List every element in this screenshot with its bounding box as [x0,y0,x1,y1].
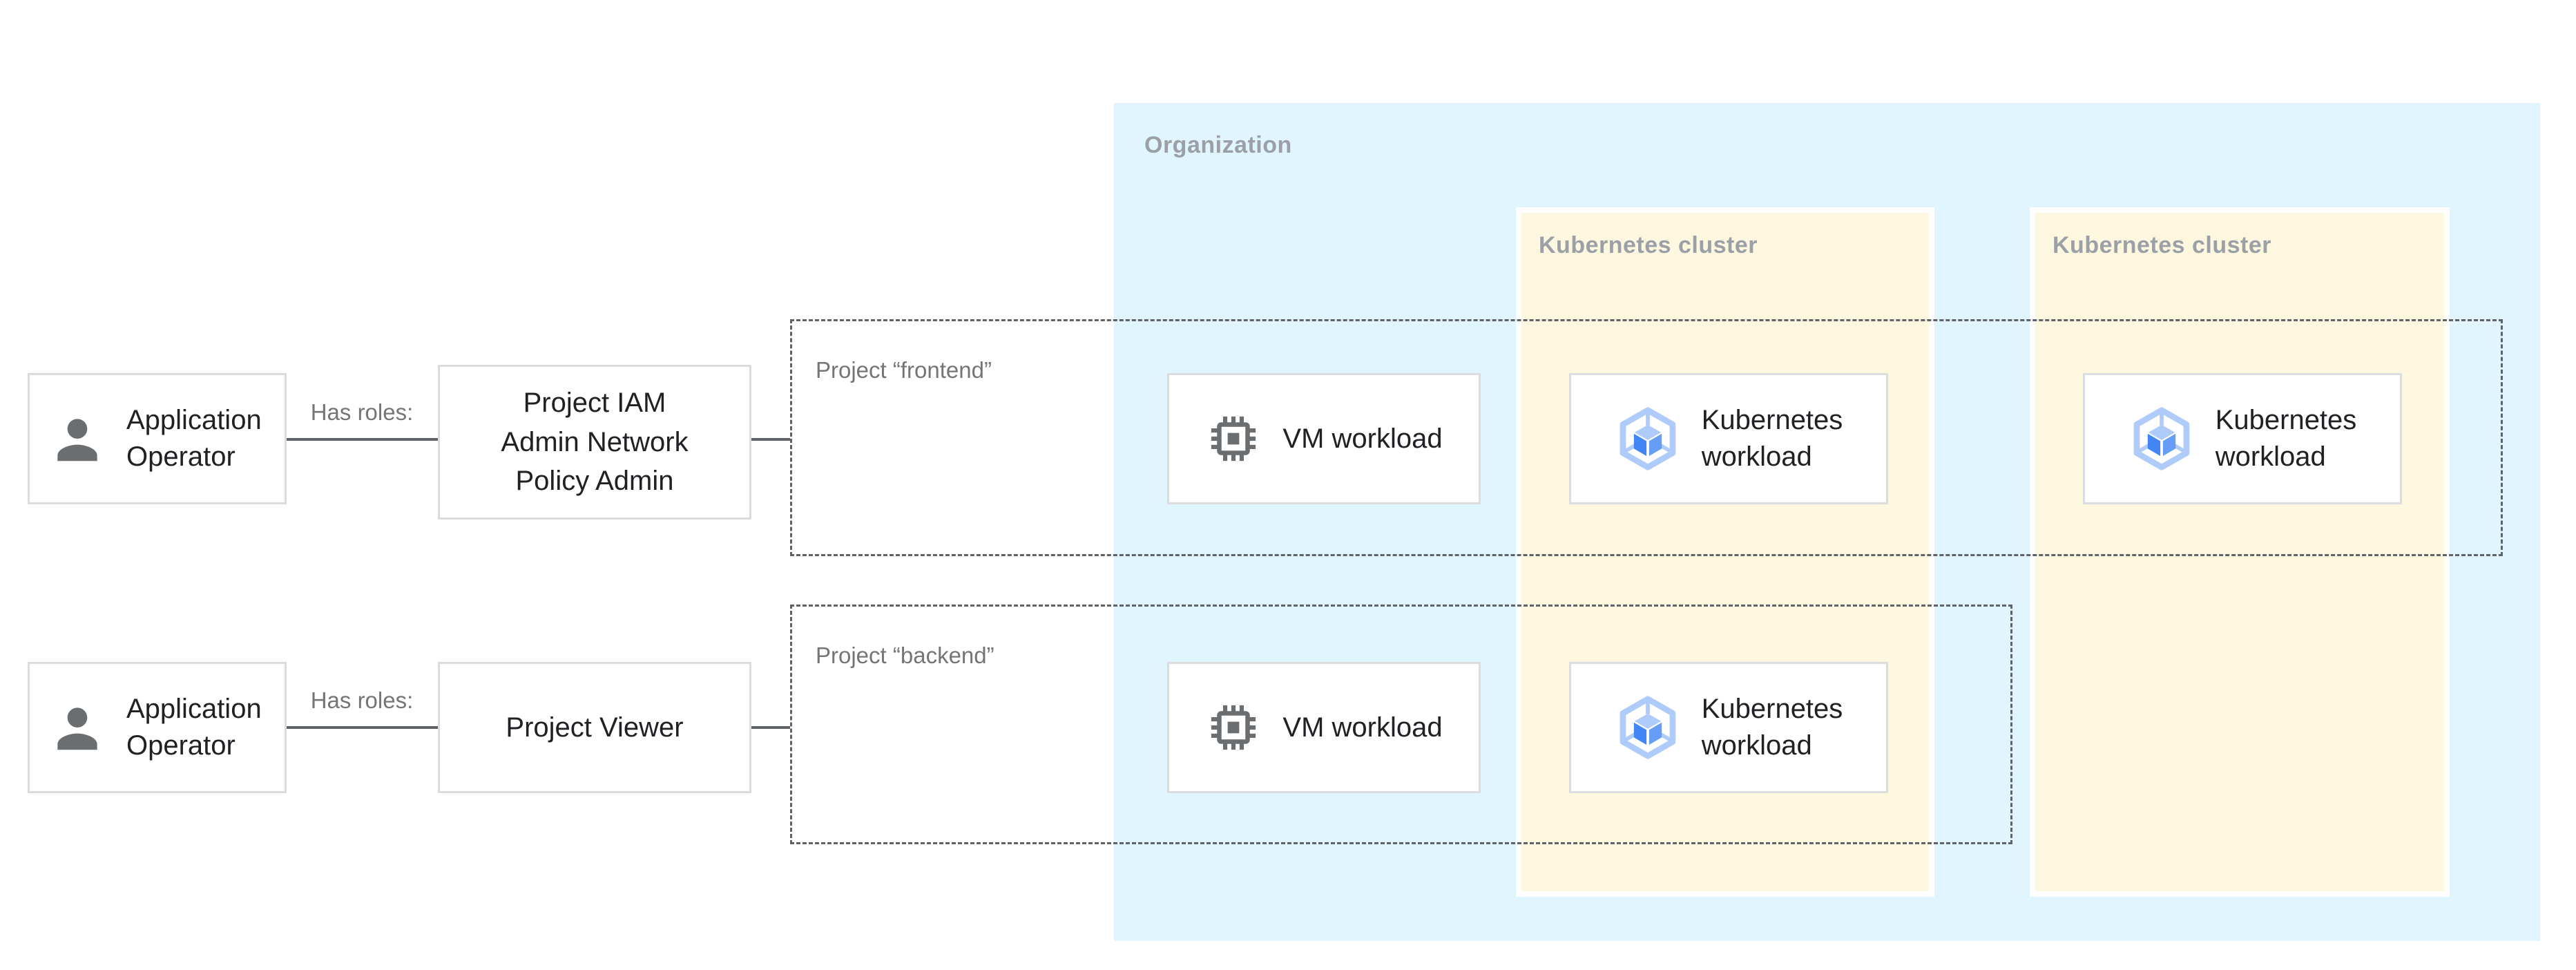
actor-label: Application Operator [126,694,262,761]
kubernetes-workload-frontend-cluster1: Kubernetes workload [1569,373,1888,504]
vm-workload-frontend: VM workload [1167,373,1481,504]
cpu-chip-icon [1205,699,1262,756]
kubernetes-cluster-1-label: Kubernetes cluster [1539,232,1758,258]
role-label: Project Viewer [506,712,684,743]
project-backend-label: Project “backend” [816,643,994,668]
has-roles-label-1: Has roles: [310,399,414,425]
connector-role2-backend [751,726,790,729]
workload-label: VM workload [1282,423,1443,454]
kubernetes-cluster-2-label: Kubernetes cluster [2053,232,2271,258]
kubernetes-cluster-2: Kubernetes cluster [2030,207,2450,897]
connector-actor2-role2 [287,726,438,729]
project-backend-boundary: Project “backend” [790,605,2012,844]
role-label: Project IAM Admin Network Policy Admin [501,387,689,497]
vm-workload-backend: VM workload [1167,662,1481,793]
project-frontend-label: Project “frontend” [816,357,992,383]
person-icon [48,698,107,757]
project-frontend-boundary: Project “frontend” [790,319,2503,556]
has-roles-label-2: Has roles: [310,687,414,713]
workload-label: Kubernetes workload [1701,405,1843,472]
organization-label: Organization [1144,132,1292,158]
role-project-viewer: Project Viewer [438,662,751,793]
actor-application-operator-2: Application Operator [28,662,287,793]
workload-label: Kubernetes workload [2215,405,2357,472]
actor-application-operator-1: Application Operator [28,373,287,504]
connector-role1-frontend [751,438,790,441]
kubernetes-workload-backend-cluster1: Kubernetes workload [1569,662,1888,793]
workload-label: VM workload [1282,712,1443,743]
connector-actor1-role1 [287,438,438,441]
cpu-chip-icon [1205,410,1262,467]
kubernetes-workload-frontend-cluster2: Kubernetes workload [2083,373,2402,504]
kubernetes-engine-icon [1615,406,1681,472]
kubernetes-engine-icon [1615,694,1681,761]
kubernetes-engine-icon [2128,406,2195,472]
role-project-iam-admin-network-policy-admin: Project IAM Admin Network Policy Admin [438,365,751,520]
actor-label: Application Operator [126,405,262,472]
person-icon [48,409,107,468]
workload-label: Kubernetes workload [1701,694,1843,761]
